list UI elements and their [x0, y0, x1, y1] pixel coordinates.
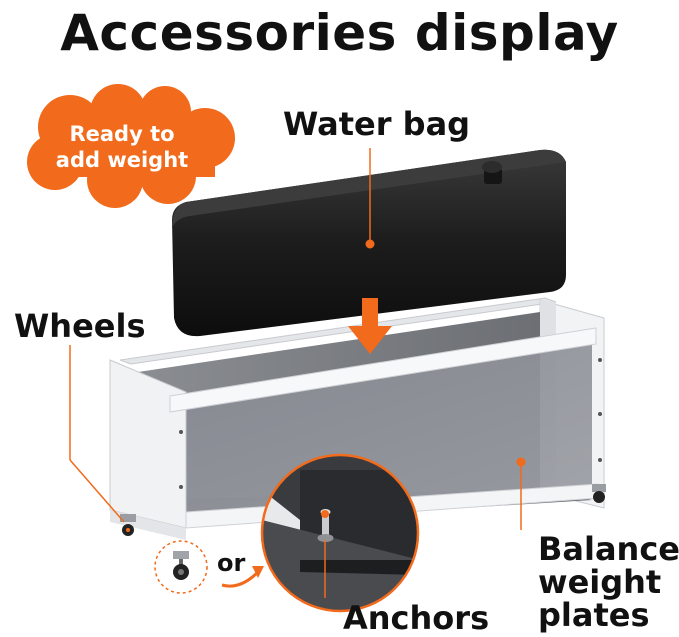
water-bag-marker [365, 239, 375, 249]
anchor-magnifier-ring [260, 453, 420, 613]
page-title: Accessories display [60, 4, 619, 62]
ready-badge-text: Ready to add weight [22, 121, 222, 173]
water-bag-label: Water bag [283, 105, 471, 143]
anchors-label: Anchors [343, 599, 490, 637]
balance-weight-plates-label: Balance weight plates [538, 533, 679, 632]
down-arrow [348, 298, 392, 354]
ready-badge-line-2: add weight [55, 148, 189, 172]
balance-label-line-3: plates [538, 596, 650, 634]
or-arrow-head [252, 566, 264, 578]
balance-label-line-1: Balance [538, 530, 679, 568]
anchor-marker [321, 510, 329, 518]
wheel-back-right [592, 484, 606, 503]
or-label: or [217, 549, 246, 577]
or-arrow [221, 570, 260, 588]
balance-label-line-2: weight [538, 563, 662, 601]
anchor-magnifier [262, 455, 418, 611]
ready-badge-cloud [27, 84, 235, 208]
ready-badge-line-1: Ready to [69, 122, 175, 146]
balance-plate-marker [516, 457, 526, 467]
wheels-label: Wheels [14, 307, 146, 345]
wheel-detail-icon [173, 551, 189, 580]
wheel-front-left [120, 514, 136, 536]
wheels-leader-line-2 [69, 459, 125, 523]
